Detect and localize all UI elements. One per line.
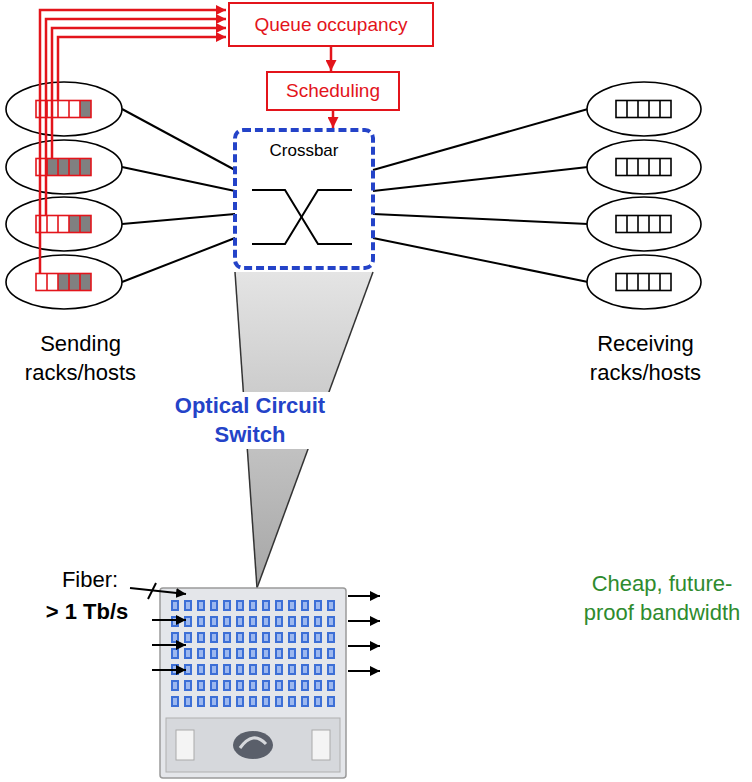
sending-racks xyxy=(6,82,122,309)
queue-icon xyxy=(616,216,671,233)
bandwidth-value: > 1 Tb/s xyxy=(28,598,146,627)
rack-oval xyxy=(587,140,701,194)
fiber-arrow xyxy=(348,595,380,597)
rack-oval xyxy=(587,82,701,136)
switch-title: Optical Circuit Switch xyxy=(165,392,335,449)
host-link xyxy=(373,214,588,224)
flow-arrow xyxy=(332,111,335,128)
node-text: Scheduling xyxy=(286,80,380,102)
switch-logo xyxy=(233,731,273,759)
crossbar-symbol xyxy=(252,190,352,244)
queue-icon xyxy=(616,159,671,176)
queue-icon xyxy=(36,159,91,176)
switch-handle xyxy=(312,730,330,760)
node-text: Crossbar xyxy=(270,141,339,161)
host-link xyxy=(122,109,235,170)
scheduling-box: Scheduling xyxy=(266,71,400,111)
host-link xyxy=(122,214,235,224)
queue-icon xyxy=(616,101,671,118)
rack-oval xyxy=(6,82,122,136)
fiber-arrow xyxy=(130,588,186,594)
host-link xyxy=(373,238,588,282)
queue-fill xyxy=(58,274,91,291)
host-link xyxy=(373,109,588,170)
occupancy-line xyxy=(46,19,226,216)
switch-ports xyxy=(170,598,339,710)
switch-chassis xyxy=(160,588,346,778)
fiber-arrows xyxy=(130,583,380,671)
host-link xyxy=(122,238,235,282)
queue-occupancy-box: Queue occupancy xyxy=(228,2,434,47)
rack-oval xyxy=(6,140,122,194)
benefit-note: Cheap, future-proof bandwidth xyxy=(582,570,742,627)
occupancy-line xyxy=(58,37,226,101)
occupancy-line xyxy=(40,10,226,274)
fiber-bundle-mark xyxy=(148,583,156,599)
fiber-arrow xyxy=(348,670,380,672)
fiber-label: Fiber: xyxy=(40,566,140,595)
host-link xyxy=(122,167,235,191)
queue-icon xyxy=(36,274,91,291)
occupancy-lines xyxy=(40,10,226,274)
crossbar-symbol xyxy=(252,190,352,244)
fiber-arrow xyxy=(152,619,186,621)
fiber-arrow xyxy=(152,669,186,671)
node-text: Queue occupancy xyxy=(254,14,407,36)
fiber-arrow xyxy=(152,644,186,646)
rack-oval xyxy=(587,197,701,251)
queue-icon xyxy=(616,274,671,291)
switch-logo xyxy=(240,738,266,748)
rack-oval xyxy=(6,255,122,309)
queue-fill xyxy=(80,101,91,118)
host-link xyxy=(373,167,588,191)
fiber-arrow xyxy=(348,645,380,647)
crossbar-box: Crossbar xyxy=(233,128,375,270)
switch-panel xyxy=(166,718,340,772)
switch-photo xyxy=(160,588,346,778)
occupancy-line xyxy=(52,28,226,159)
host-links xyxy=(122,109,588,282)
group-label: Sending racks/hosts xyxy=(18,330,143,387)
queue-icon xyxy=(36,216,91,233)
group-label: Receiving racks/hosts xyxy=(583,330,708,387)
fiber-arrow xyxy=(348,620,380,622)
receiving-racks xyxy=(587,82,701,309)
queue-icon xyxy=(36,101,91,118)
switch-handle xyxy=(176,730,194,760)
flow-arrow xyxy=(330,47,333,71)
rack-oval xyxy=(6,197,122,251)
rack-oval xyxy=(587,255,701,309)
